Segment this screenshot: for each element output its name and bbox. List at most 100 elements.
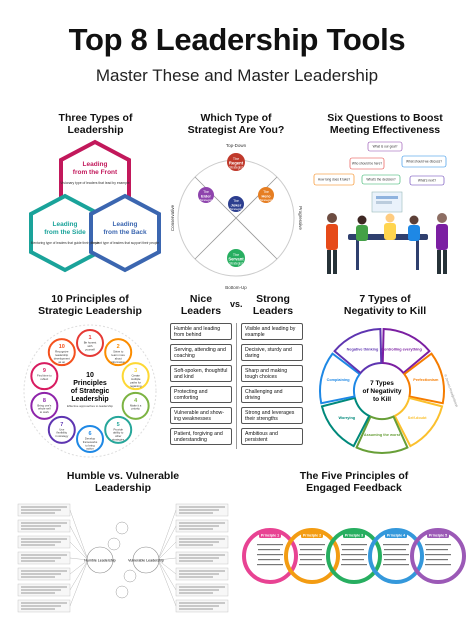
principle-7-number: 7 [60, 422, 63, 428]
principle-9-node [30, 362, 59, 391]
page-title: Top 8 Leadership Tools [68, 22, 406, 57]
principle-4-number: 4 [134, 398, 138, 404]
joker-node: The Joker Strategist [228, 196, 244, 212]
back-desc: Servant type of leaders that support the… [91, 241, 159, 245]
principle-10-number: 10 [59, 344, 65, 350]
svg-text:What should we discuss?: What should we discuss? [406, 160, 442, 164]
negativity-segment [319, 352, 362, 405]
nice-strong-panel: Nice Leaders vs. Strong Leaders Humble a… [168, 293, 306, 458]
bubble-q5: What's the decision? [361, 174, 401, 185]
principle-5-node [104, 415, 133, 444]
feedback-ring [284, 528, 340, 584]
negativity-segment [355, 415, 409, 454]
principle-2-number: 2 [117, 344, 120, 350]
ten-center-1: 10 [86, 372, 94, 379]
principle-1-number: 1 [88, 335, 91, 341]
svg-text:Strategist: Strategist [229, 262, 243, 266]
svg-text:What's the decision?: What's the decision? [366, 178, 396, 182]
svg-text:The: The [233, 157, 239, 161]
negativity-title: 7 Types of Negativity to Kill [343, 293, 427, 317]
feedback-principle-label: Principle 5 [429, 534, 447, 538]
humble-vulnerable-panel: Humble vs. Vulnerable Leadership Humble … [14, 470, 232, 620]
feedback-title: The Five Principles of Engaged Feedback [299, 470, 409, 494]
strategist-diagram: Top-Down Bottom-Up Conservative Progress… [170, 143, 303, 290]
negativity-panel: 7 Types of Negativity to Kill Controllin… [310, 293, 460, 463]
strategist-panel: Which Type of Strategist Are You? Top-Do… [166, 112, 306, 292]
feedback-principle-label: Principle 1 [261, 534, 279, 538]
neg-center-1: 7 Types [370, 380, 394, 387]
svg-text:What's next?: What's next? [418, 179, 437, 183]
negativity-segment-label: Assuming the worst [364, 433, 401, 437]
svg-text:How long does it take?: How long does it take? [318, 178, 350, 182]
nice-item: Patient, forgiving and understanding [170, 428, 232, 445]
svg-text:What is our goal?: What is our goal? [373, 145, 398, 149]
back-label1: Leading [113, 221, 138, 228]
side-desc: Mentoring type of leaders that guide the… [31, 241, 100, 245]
negativity-segment-label: Self-doubt [408, 416, 428, 420]
negativity-segment-label: Worrying [339, 416, 356, 420]
three-types-panel: Three Types of Leadership Leading from t… [28, 112, 163, 287]
nice-item: Soft-spoken, thoughtful and kind [170, 365, 232, 382]
page-subtitle: Master These and Master Leadership [95, 66, 379, 85]
svg-text:The: The [263, 190, 269, 194]
svg-text:Strategist: Strategist [200, 198, 213, 202]
six-questions-panel: Six Questions to Boost Meeting Effective… [310, 112, 460, 287]
neg-center-3: to Kill [373, 396, 391, 403]
svg-text:The: The [233, 253, 239, 257]
person-3 [384, 213, 396, 240]
feedback-ring [410, 528, 466, 584]
strong-item: Ambitious and persistent [241, 428, 303, 445]
svg-text:Elder: Elder [201, 194, 211, 199]
svg-text:The: The [233, 199, 239, 203]
person-4 [408, 215, 420, 241]
person-2 [356, 215, 368, 241]
nice-item: Serving, attending and coaching [170, 344, 232, 361]
meeting-illustration: What is our goal? What should we discuss… [313, 141, 448, 274]
ten-center-sub: Effective approaches to leadership [67, 404, 113, 408]
hero-node: The Hero Strategist [258, 187, 274, 203]
nice-strong-divider [236, 323, 237, 449]
elder-node: The Elder Strategist [198, 187, 214, 203]
nice-item: Vulnerable and show-ing weaknesses [170, 407, 232, 424]
hex-back [89, 193, 161, 273]
humble-vulnerable-diagram: Humble Leadership Vulnerable Leadership [17, 503, 229, 613]
ten-center-2: Principles [73, 380, 107, 387]
person-1 [326, 213, 338, 274]
bubble-q2: What should we discuss? [401, 155, 447, 168]
svg-text:Regent: Regent [229, 161, 244, 166]
principle-5-number: 5 [117, 422, 120, 428]
feedback-principle-label: Principle 2 [303, 534, 321, 538]
principle-10-node [47, 338, 76, 367]
principle-6-number: 6 [88, 431, 91, 437]
principle-7-node [47, 415, 76, 444]
feedback-panel: The Five Principles of Engaged Feedback … [240, 470, 468, 620]
svg-text:Strategist: Strategist [230, 207, 243, 211]
bubble-q4: How long does it take? [313, 173, 355, 186]
principle-8-number: 8 [43, 398, 46, 404]
axis-top: Top-Down [226, 143, 247, 148]
svg-text:The: The [203, 190, 209, 194]
side-label2: from the Side [44, 229, 86, 236]
svg-text:Joker: Joker [231, 203, 242, 208]
negativity-segment [333, 327, 383, 375]
vulnerable-node [132, 546, 160, 574]
ten-center-3: of Strategic [71, 388, 110, 395]
svg-text:Servant: Servant [228, 257, 244, 262]
ten-principles-title: 10 Principles of Strategic Leadership [38, 293, 142, 317]
strong-item: Visible and leading by example [241, 323, 303, 340]
copyright-text: © Jeroen Kraaijenbrink [443, 374, 459, 408]
regent-node: The Regent Strategist [227, 153, 245, 171]
humble-vulnerable-title: Humble vs. Vulnerable Leadership [66, 470, 180, 494]
principle-9-number: 9 [43, 368, 46, 374]
principle-3-number: 3 [134, 368, 137, 374]
bubble-q3: Who should be here? [349, 157, 385, 170]
